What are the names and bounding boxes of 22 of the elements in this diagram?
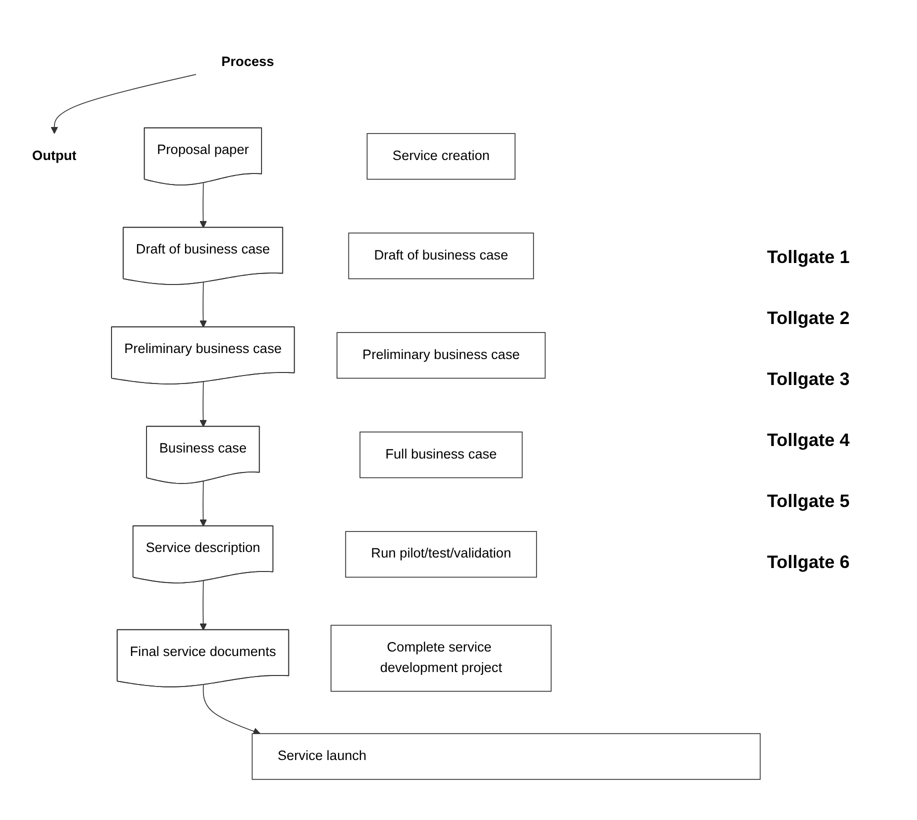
node-box: Service launch [252,734,761,780]
node-box: Full business case [360,432,523,479]
arrow [200,183,207,228]
tollgate-label: Tollgate 4 [767,430,851,451]
tollgate-label: Tollgate 5 [767,491,851,512]
arrow [200,581,207,631]
node-box: Service creation [366,134,516,180]
tollgate-label: Tollgate 3 [767,369,851,390]
node-box: Complete service development project [330,625,552,692]
node-text: Process [221,55,274,70]
node-box: Preliminary business case [336,332,546,380]
arrow [202,684,261,736]
node-box: Run pilot/test/validation [345,531,537,578]
tollgate-label: Tollgate 2 [767,308,851,329]
arrow [200,282,207,328]
arrow [200,482,207,527]
tollgate-label: Tollgate 6 [767,552,851,573]
arrow [50,74,196,134]
arrow [200,382,207,428]
tollgate-label: Tollgate 1 [767,247,851,268]
node-text: Output [32,149,77,164]
node-box: Draft of business case [348,233,534,280]
